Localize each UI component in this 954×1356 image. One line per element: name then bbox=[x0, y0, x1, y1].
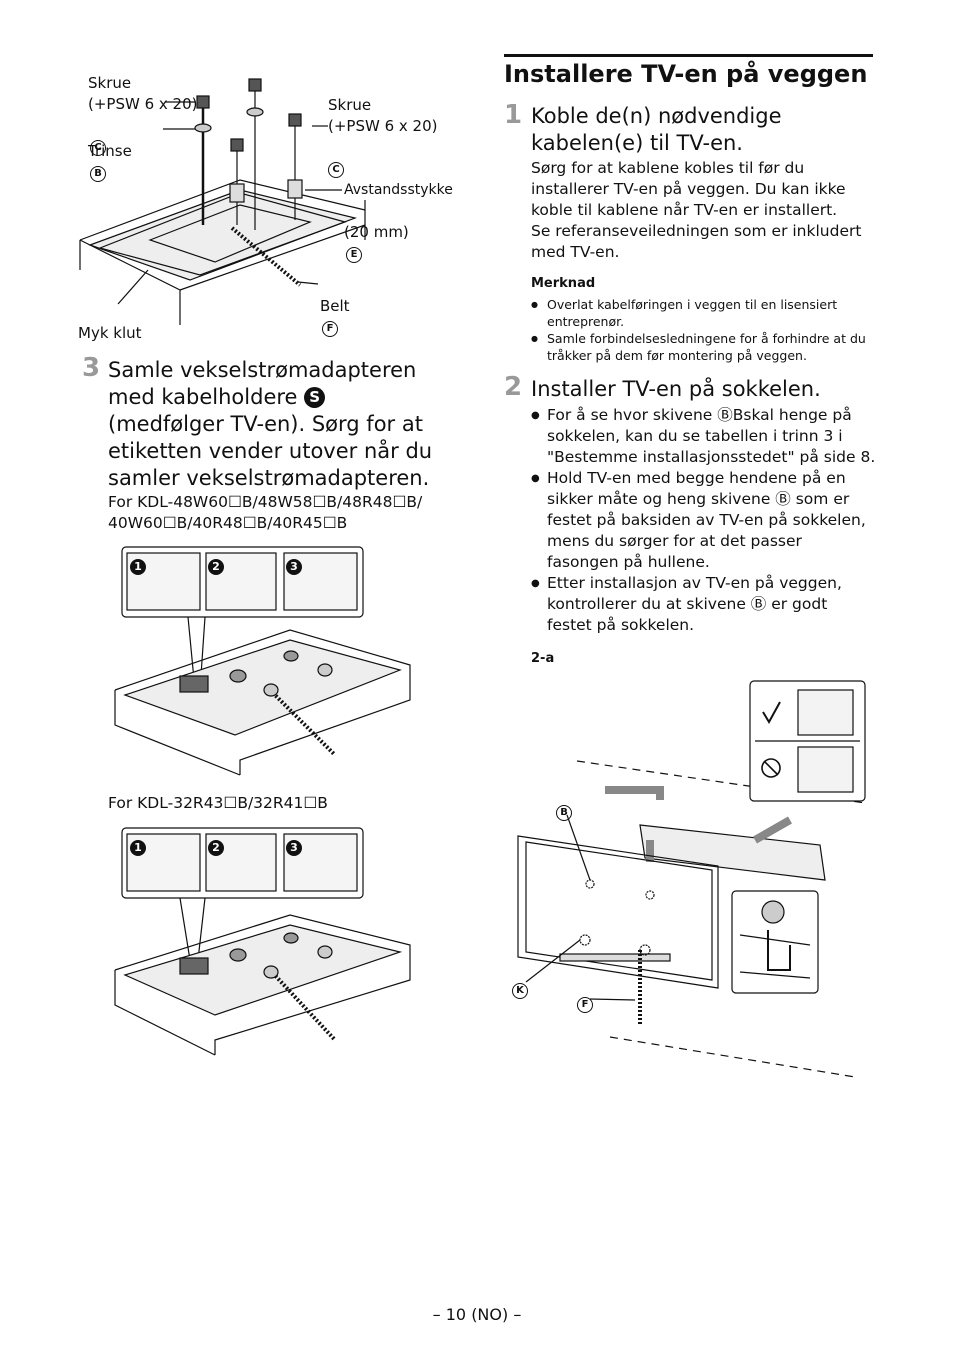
section-title: Installere TV-en på veggen bbox=[504, 60, 868, 88]
step1-body: Sørg for at kablene kobles til før du in… bbox=[531, 159, 862, 261]
screw-c-right-label: Skrue (+PSW 6 x 20) C bbox=[328, 74, 437, 179]
list-item: Samle forbindelsesledningene for å forhi… bbox=[531, 330, 876, 364]
letter-b-badge: B bbox=[90, 166, 106, 182]
substep-3-badge: 3 bbox=[286, 557, 302, 576]
step3-title: Samle vekselstrømadapteren med kabelhold… bbox=[108, 358, 433, 490]
step3-models-b: For KDL-32R43☐B/32R41☐B bbox=[108, 794, 328, 812]
step2-number: 2 bbox=[504, 372, 523, 402]
step3-models-a: For KDL-48W60☐B/48W58☐B/48R48☐B/ 40W60☐B… bbox=[108, 493, 423, 532]
substep-3-badge: 3 bbox=[286, 838, 302, 857]
letter-c-badge: C bbox=[328, 162, 344, 178]
substep-1-badge: 1 bbox=[130, 838, 146, 857]
list-item: Hold TV-en med begge hendene på en sikke… bbox=[531, 468, 876, 573]
belt-label: Belt F bbox=[320, 275, 350, 338]
screw-c-left-label: Skrue (+PSW 6 x 20) C bbox=[88, 52, 197, 157]
note-list: Overlat kabelføringen i veggen til en li… bbox=[531, 296, 876, 364]
substep-2-badge: 2 bbox=[208, 557, 224, 576]
cable-holder-illustration-a bbox=[114, 546, 411, 776]
step1-title: Koble de(n) nødvendige kabelen(e) til TV… bbox=[531, 104, 782, 155]
list-item: Etter installasjon av TV-en på veggen, k… bbox=[531, 573, 876, 636]
step2-title: Installer TV-en på sokkelen. bbox=[531, 377, 821, 401]
list-item: For å se hvor skivene ⒷBskal henge på so… bbox=[531, 405, 876, 468]
spacer-label: Avstandsstykke (20 mm) E bbox=[344, 159, 453, 265]
section-rule bbox=[504, 54, 873, 57]
step2-list: For å se hvor skivene ⒷBskal henge på so… bbox=[531, 405, 876, 636]
page-number: – 10 (NO) – bbox=[432, 1305, 522, 1324]
cable-holder-illustration-b bbox=[114, 827, 411, 1056]
letter-s-badge: S bbox=[304, 387, 326, 408]
figure-label: 2-a bbox=[531, 651, 555, 666]
tv-back-assembly-illustration bbox=[79, 78, 366, 325]
letter-e-badge: E bbox=[346, 247, 362, 263]
substep-2-badge: 2 bbox=[208, 838, 224, 857]
wall-mount-illustration bbox=[517, 680, 866, 1078]
letter-c-badge: C bbox=[90, 140, 106, 156]
soft-cloth-label: Myk klut bbox=[78, 324, 142, 342]
letter-f-badge: F bbox=[322, 321, 338, 337]
note-title: Merknad bbox=[531, 276, 596, 291]
washer-label: Trinse B bbox=[88, 120, 132, 183]
fig-letter-b: B bbox=[554, 801, 572, 821]
list-item: Overlat kabelføringen i veggen til en li… bbox=[531, 296, 876, 330]
fig-letter-f: F bbox=[575, 993, 593, 1013]
substep-1-badge: 1 bbox=[130, 557, 146, 576]
step1-number: 1 bbox=[504, 100, 523, 130]
fig-letter-k: K bbox=[510, 979, 528, 999]
step3-number: 3 bbox=[82, 353, 101, 383]
